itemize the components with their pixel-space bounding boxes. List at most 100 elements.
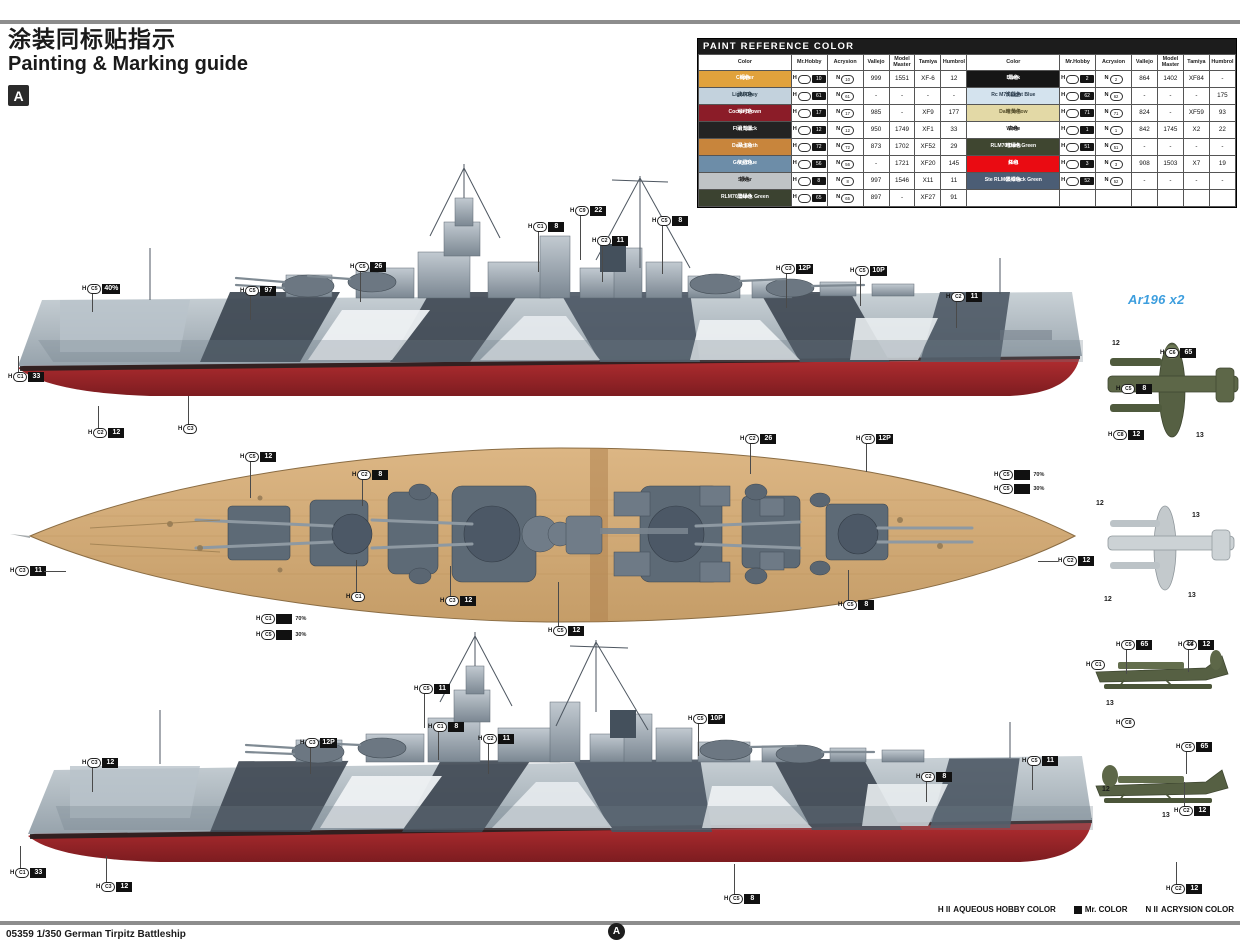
- callout-prefix: H: [652, 218, 657, 224]
- callout-c19[interactable]: H C2 8: [352, 470, 389, 480]
- paint-vallejo-right-0: 864: [1130, 70, 1158, 88]
- callout-c43[interactable]: H C5 65: [1176, 742, 1213, 752]
- callout-c11[interactable]: H C3 12P: [776, 264, 813, 274]
- callout-c13[interactable]: H C2 11: [946, 292, 983, 302]
- callout-prefix: H: [240, 288, 245, 294]
- callout-code: C3: [445, 596, 460, 606]
- callout-prefix: H: [592, 238, 597, 244]
- callout-code: C5: [657, 216, 672, 226]
- callout-c22[interactable]: H C5 12: [548, 626, 585, 636]
- callout-c36[interactable]: H C3 12: [96, 882, 133, 892]
- legend-item-0: H II AQUEOUS HOBBY COLOR: [938, 905, 1056, 914]
- callout-c17[interactable]: H C3 11: [10, 566, 47, 576]
- callout-c35[interactable]: H C1 33: [10, 868, 47, 878]
- paint-tamiya-left-6: X11: [914, 172, 942, 190]
- callout-prefix: H: [1160, 350, 1165, 356]
- callout-c29[interactable]: H C3 12P: [300, 738, 337, 748]
- leader-line: [92, 768, 93, 792]
- callout-c02[interactable]: H C1 33: [8, 372, 45, 382]
- mix-ratio-m2[interactable]: H C5 30%: [994, 484, 1044, 494]
- callout-c31[interactable]: H C5 10P: [688, 714, 725, 724]
- paint-humbrol-left-0: 12: [940, 70, 968, 88]
- aircraft-ar196-plan-view-grey: [1107, 505, 1235, 591]
- callout-value: 12: [260, 452, 277, 462]
- callout-c28[interactable]: H C1 8: [428, 722, 465, 732]
- callout-c14[interactable]: H C5 8: [1116, 384, 1153, 394]
- callout-c01[interactable]: H C5 40%: [82, 284, 121, 294]
- callout-c39[interactable]: H C5 65: [1116, 640, 1153, 650]
- leader-line: [488, 744, 489, 774]
- callout-c44[interactable]: H C2 12: [1174, 806, 1211, 816]
- callout-c37[interactable]: H C5 8: [724, 894, 761, 904]
- callout-c27[interactable]: H C5 11: [414, 684, 451, 694]
- aircraft-part-number: 12: [1096, 500, 1104, 507]
- mix-ratio-m3[interactable]: H C1 70%: [256, 614, 306, 624]
- callout-c38[interactable]: H C2 12: [1166, 884, 1203, 894]
- paint-humbrol-left-1: -: [940, 87, 968, 105]
- paint-modelmaster-right-6: -: [1156, 172, 1184, 190]
- paint-vallejo-right-1: -: [1130, 87, 1158, 105]
- callout-c24[interactable]: H C3 12P: [856, 434, 893, 444]
- callout-c40[interactable]: H C1: [1086, 660, 1106, 670]
- footer-product-code: 05359 1/350 German Tirpitz Battleship: [6, 929, 186, 940]
- callout-c15[interactable]: H C6 65: [1160, 348, 1197, 358]
- paint-vallejo-left-3: 950: [862, 121, 890, 139]
- mix-ratio-m4[interactable]: H C5 30%: [256, 630, 306, 640]
- paint-humbrol-left-4: 29: [940, 138, 968, 156]
- callout-c18[interactable]: H C5 12: [240, 452, 277, 462]
- callout-c07[interactable]: H C1 8: [528, 222, 565, 232]
- callout-c23[interactable]: H C2 26: [740, 434, 777, 444]
- paint-modelmaster-right-0: 1402: [1156, 70, 1184, 88]
- callout-c20[interactable]: H C1: [346, 592, 366, 602]
- callout-code: C9: [575, 206, 590, 216]
- leader-line: [356, 560, 357, 592]
- callout-code: C1: [13, 372, 28, 382]
- paint-vallejo-left-6: 997: [862, 172, 890, 190]
- callout-value: 97: [260, 286, 277, 296]
- callout-c30[interactable]: H C2 11: [478, 734, 515, 744]
- callout-c33[interactable]: H C2 8: [916, 772, 953, 782]
- callout-c42[interactable]: H C8: [1116, 718, 1136, 728]
- callout-c03[interactable]: H C2 12: [88, 428, 125, 438]
- paint-humbrol-right-5: 19: [1208, 155, 1237, 173]
- footer-legend: H II AQUEOUS HOBBY COLOR Mr. COLOR N II …: [938, 905, 1234, 914]
- callout-c41[interactable]: H C3 12: [1178, 640, 1215, 650]
- callout-c26[interactable]: H C2 12: [1058, 556, 1095, 566]
- callout-c09[interactable]: H C2 11: [592, 236, 629, 246]
- callout-value: 26: [370, 262, 387, 272]
- callout-c21[interactable]: H C3 12: [440, 596, 477, 606]
- leader-line: [44, 571, 66, 572]
- leader-line: [1038, 561, 1058, 562]
- paint-tamiya-right-3: X2: [1182, 121, 1210, 139]
- mix-percent: 30%: [1033, 486, 1045, 492]
- callout-c04[interactable]: H C3: [178, 424, 198, 434]
- callout-c12[interactable]: H C5 10P: [850, 266, 887, 276]
- callout-c08[interactable]: H C9 22: [570, 206, 607, 216]
- paint-reference-table: PAINT REFERENCE COLOR Color Mr.Hobby Acr…: [697, 38, 1237, 208]
- callout-code: C5: [855, 266, 870, 276]
- callout-value: 12: [1186, 884, 1203, 894]
- callout-c05[interactable]: H C5 97: [240, 286, 277, 296]
- callout-value: 8: [936, 772, 953, 782]
- callout-c32[interactable]: H C3 12: [82, 758, 119, 768]
- callout-prefix: H: [688, 716, 693, 722]
- mix-ratio-m1[interactable]: H C5 70%: [994, 470, 1044, 480]
- callout-prefix: H: [1108, 432, 1113, 438]
- callout-c06[interactable]: H C5 26: [350, 262, 387, 272]
- mix-prefix: H: [994, 472, 999, 478]
- callout-prefix: H: [440, 598, 445, 604]
- callout-code: C5: [419, 684, 434, 694]
- callout-c25[interactable]: H C5 8: [838, 600, 875, 610]
- callout-c10[interactable]: H C5 8: [652, 216, 689, 226]
- callout-prefix: H: [1116, 642, 1121, 648]
- callout-prefix: H: [178, 426, 183, 432]
- callout-c34[interactable]: H C5 11: [1022, 756, 1059, 766]
- paint-tamiya-right-1: -: [1182, 87, 1210, 105]
- callout-c16[interactable]: H C8 12: [1108, 430, 1145, 440]
